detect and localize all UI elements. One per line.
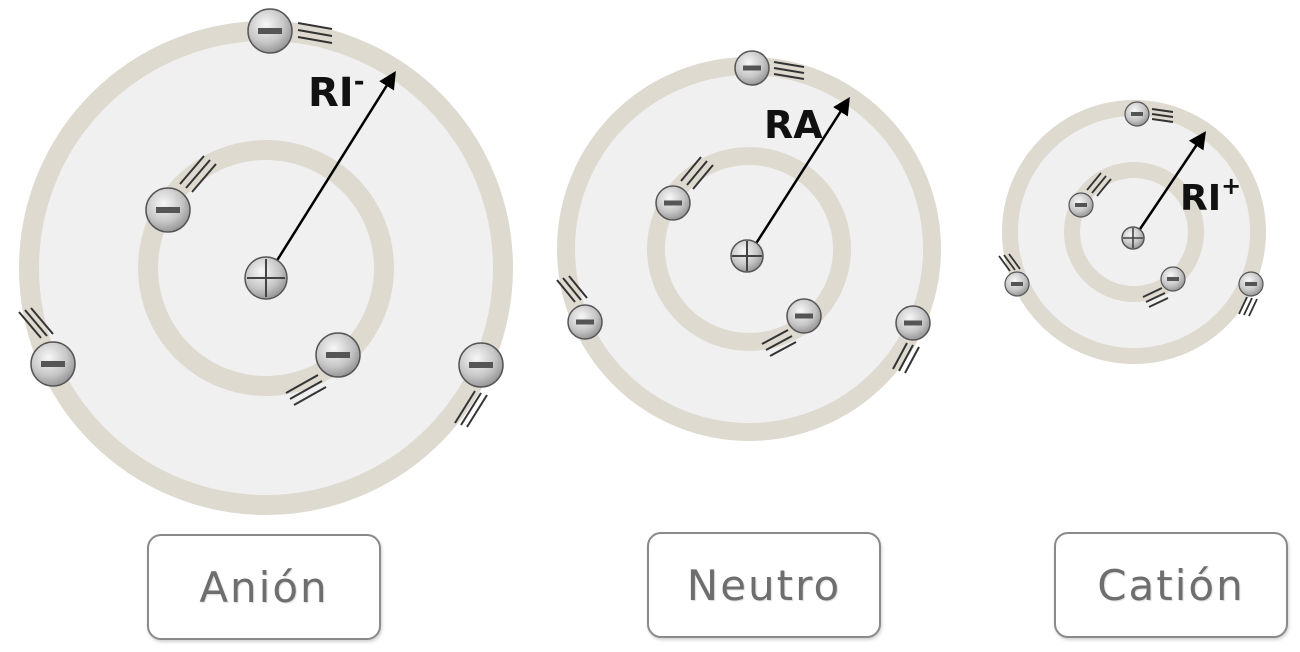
- anion-caption: Anión: [199, 562, 329, 612]
- electron: [285, 332, 361, 406]
- neutro-radius-label: RA: [764, 103, 823, 147]
- electron: [734, 50, 805, 86]
- cation-radius-label: RI+: [1180, 172, 1241, 219]
- electron: [454, 342, 504, 428]
- neutro-atom: RA: [556, 50, 941, 441]
- electron: [655, 156, 714, 221]
- neutro-caption-box: Neutro: [647, 532, 881, 638]
- cation-radius-arrow: [1132, 131, 1206, 239]
- anion-caption-box: Anión: [147, 534, 381, 640]
- cation-atom: RI+: [998, 100, 1266, 364]
- electron: [998, 253, 1030, 297]
- electron: [1068, 172, 1112, 218]
- electron: [761, 298, 822, 357]
- cation-caption: Catión: [1097, 560, 1245, 610]
- electron: [145, 155, 217, 233]
- anion-radius-arrow: [264, 71, 396, 279]
- electron: [556, 275, 603, 340]
- neutro-radius-arrow: [746, 97, 850, 257]
- anion-radius-label: RI-: [308, 67, 364, 116]
- electron: [1142, 266, 1186, 308]
- neutro-caption: Neutro: [686, 560, 842, 610]
- cation-nucleus: [1121, 226, 1145, 250]
- electron: [247, 8, 333, 54]
- neutro-nucleus: [730, 239, 764, 273]
- electron: [18, 307, 76, 387]
- electron: [892, 305, 931, 374]
- cation-caption-box: Catión: [1054, 532, 1288, 638]
- anion-atom: RI-: [18, 8, 513, 515]
- electron: [1238, 271, 1264, 317]
- electron: [1124, 101, 1174, 127]
- anion-nucleus: [244, 256, 288, 300]
